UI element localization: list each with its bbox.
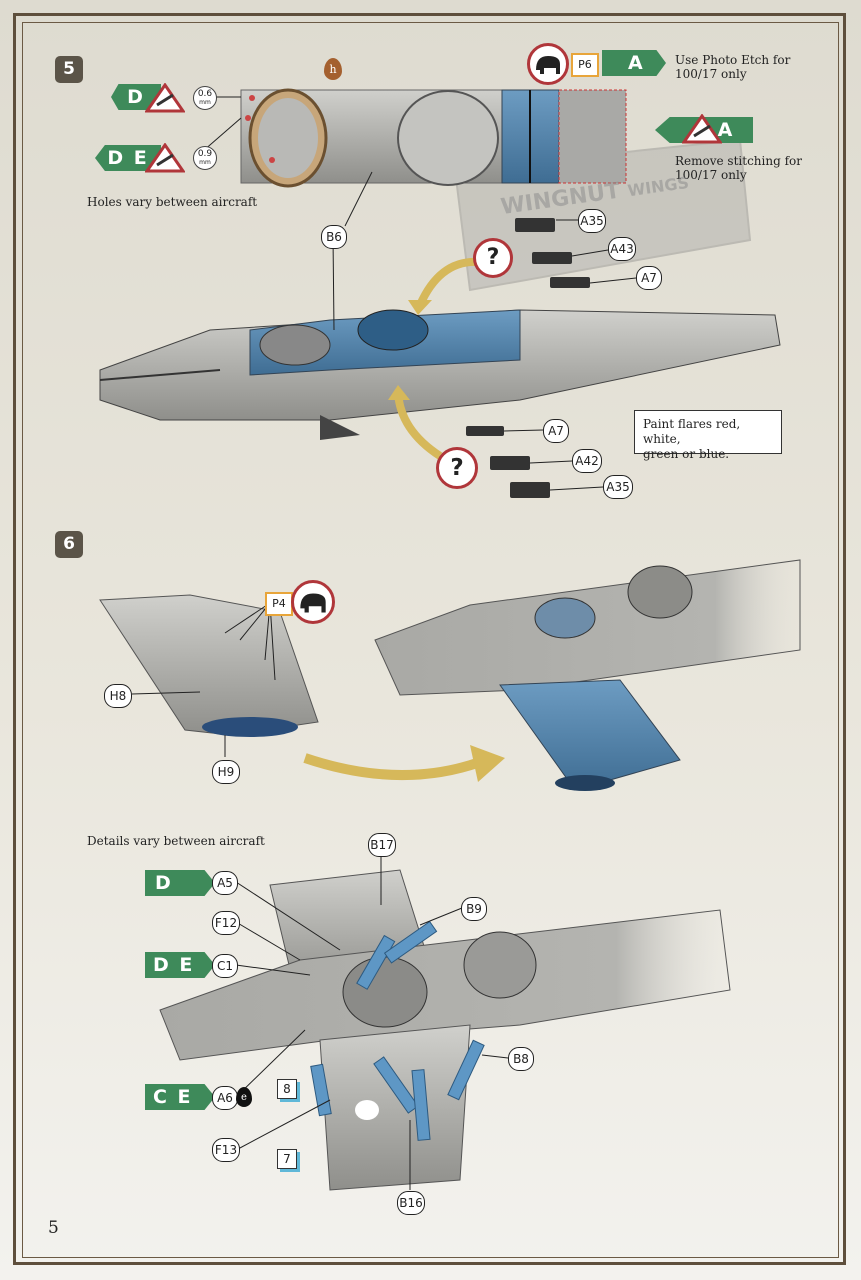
variant-flag-a-top: A xyxy=(602,50,666,76)
callout-b16: B16 xyxy=(397,1191,425,1215)
variant-flag-d: D xyxy=(111,84,161,110)
stitching-note: Remove stitching for 100/17 only xyxy=(675,154,802,182)
page-number: 5 xyxy=(48,1218,59,1238)
variant-flag-de-step6: D E xyxy=(145,952,215,978)
step5-arrow-head-up xyxy=(408,300,432,315)
callout-f12: F12 xyxy=(212,911,240,935)
details-note: Details vary between aircraft xyxy=(87,834,265,848)
step5-fuselage-3d xyxy=(99,309,781,440)
step-number-5: 5 xyxy=(55,56,83,83)
callout-h8: H8 xyxy=(104,684,132,708)
callout-b9: B9 xyxy=(461,897,487,921)
callout-b6: B6 xyxy=(321,225,347,249)
callout-a7-top: A7 xyxy=(636,266,662,290)
callout-a35-top: A35 xyxy=(578,209,606,233)
page-border-inner xyxy=(22,22,839,1258)
photo-etch-tag-p4: P4 xyxy=(265,592,293,616)
callout-a5: A5 xyxy=(212,871,238,895)
sub-step-8: 8 xyxy=(277,1079,297,1099)
variant-flag-d-step6: D xyxy=(145,870,215,896)
sub-step-7: 7 xyxy=(277,1149,297,1169)
question-icon-bottom: ? xyxy=(436,447,478,489)
callout-c1: C1 xyxy=(212,954,238,978)
step5-fuselage-panel xyxy=(240,88,627,188)
callout-a35-bottom: A35 xyxy=(603,475,633,499)
paint-flares-note: Paint flares red, white, green or blue. xyxy=(634,410,782,461)
leader-lines xyxy=(131,96,637,1190)
step-number-6: 6 xyxy=(55,531,83,558)
elephant-warning-icon xyxy=(527,43,569,85)
callout-b17: B17 xyxy=(368,833,396,857)
photo-etch-note: Use Photo Etch for 100/17 only xyxy=(675,53,791,81)
step5-flare-parts xyxy=(466,218,590,498)
question-icon-top: ? xyxy=(473,238,513,278)
callout-a6: A6 xyxy=(212,1086,238,1110)
callout-h9: H9 xyxy=(212,760,240,784)
callout-a42: A42 xyxy=(572,449,602,473)
holes-note: Holes vary between aircraft xyxy=(87,195,258,209)
callout-f13: F13 xyxy=(212,1138,240,1162)
drill-warning-icon xyxy=(145,83,185,113)
step6-bottom-assembly xyxy=(159,869,731,1191)
step6-arrow xyxy=(303,753,482,780)
elephant-warning-icon-2 xyxy=(291,580,335,624)
cut-warning-icon xyxy=(682,114,722,144)
callout-a7-bottom: A7 xyxy=(543,419,569,443)
variant-flag-de: D E xyxy=(95,145,161,171)
drill-warning-icon-2 xyxy=(145,143,185,173)
callout-a43: A43 xyxy=(608,237,636,261)
marker-e-drop: e xyxy=(236,1087,252,1107)
marker-h-drop: h xyxy=(324,58,342,80)
page-border-outer xyxy=(13,13,846,1265)
callout-b8: B8 xyxy=(508,1047,534,1071)
step6-lower-wing-part xyxy=(99,594,319,737)
photo-etch-tag-p6: P6 xyxy=(571,53,599,77)
step5-arrow-head-down xyxy=(388,385,410,400)
variant-flag-ce-step6: C E xyxy=(145,1084,215,1110)
step6-fuselage-3d xyxy=(374,559,801,791)
step6-arrow-head xyxy=(470,745,505,782)
